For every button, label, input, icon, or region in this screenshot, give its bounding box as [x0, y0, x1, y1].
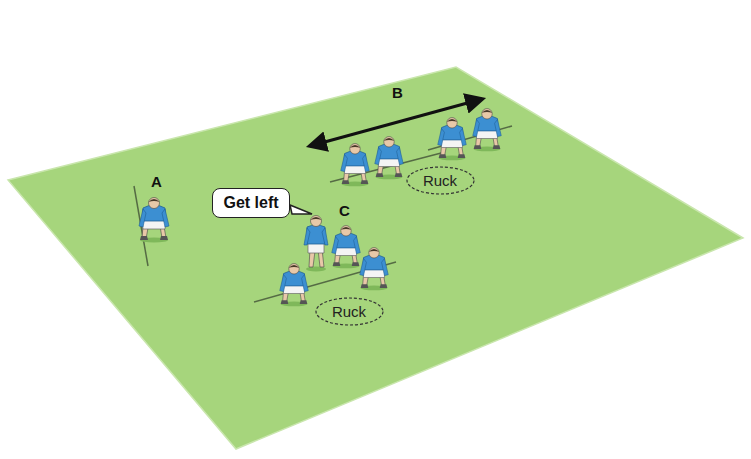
call-text: Get left [223, 194, 278, 212]
player [375, 137, 404, 180]
player [360, 248, 389, 291]
player [139, 198, 169, 243]
ruck-label: Ruck [423, 172, 457, 189]
ruck-zone: Ruck [315, 297, 384, 326]
player [473, 109, 502, 152]
player [304, 216, 328, 272]
player [341, 144, 370, 187]
ruck-zone: Ruck [406, 166, 475, 195]
player [438, 118, 467, 161]
player [332, 226, 361, 269]
speech-bubble: Get left [212, 188, 290, 218]
player-label: C [339, 202, 350, 219]
player [280, 264, 309, 307]
player-label: A [151, 173, 162, 190]
ruck-label: Ruck [332, 303, 366, 320]
player-label: B [392, 84, 403, 101]
bubble-tail [290, 205, 312, 214]
pitch [8, 67, 743, 449]
